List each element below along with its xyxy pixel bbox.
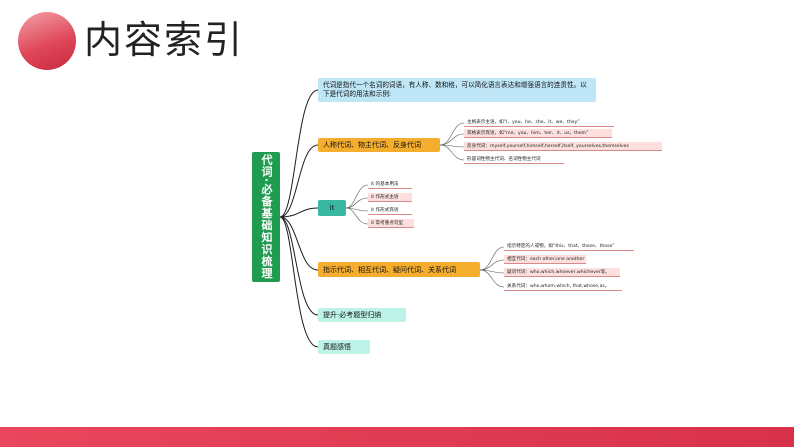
link-it xyxy=(279,207,319,218)
link-intro xyxy=(279,89,319,218)
it-node: it xyxy=(318,200,346,216)
page-title: 内容索引 xyxy=(84,18,245,62)
personal-pronouns-node: 人称代词、物主代词、反身代词 xyxy=(318,138,440,152)
demo-leaf-relative: 关系代词：who,whom,which, that,whose,as。 xyxy=(504,282,622,291)
link-demo xyxy=(279,216,319,271)
improve-node: 提升·必考题型归纳 xyxy=(318,308,406,322)
personal-leaf-reflexive: 反身代词：myself,yourself,himself,herself,its… xyxy=(464,142,662,151)
demo-leaf-interrogative: 疑问代词：who,which,whoever,whichever等。 xyxy=(504,268,620,277)
it-leaf-formal-subject: it 作形式主语 xyxy=(368,193,412,202)
link-real xyxy=(279,216,319,348)
it-leaf-key-patterns: it 常考重点句型 xyxy=(368,219,414,228)
personal-leaf-possessive: 形容词性物主代词、名词性物主代词 xyxy=(464,155,564,164)
personal-leaf-subject: 主格表示主语，如“I、you、he、she、it、we、they” xyxy=(464,118,614,127)
link-personal xyxy=(279,144,319,218)
personal-leaf-object: 宾格表示宾语，如“me、you、him、her、it、us、them” xyxy=(464,129,612,138)
mindmap-root-node: 代词·必备基础知识梳理 xyxy=(252,152,280,282)
demo-leaf-demonstrative: 指示特定的人或物，如“this、that、these、those” xyxy=(504,242,634,251)
root-label: 代词·必备基础知识梳理 xyxy=(260,154,273,280)
footer-bar xyxy=(0,427,794,447)
real-questions-node: 真题感悟 xyxy=(318,340,370,354)
it-leaf-formal-object: it 作形式宾语 xyxy=(368,206,412,215)
title-decoration-circle xyxy=(18,12,76,70)
demonstrative-pronouns-node: 指示代词、相互代词、疑问代词、关系代词 xyxy=(318,262,480,277)
demo-leaf-reciprocal: 相互代词：each other;one another xyxy=(504,255,586,264)
link-improve xyxy=(279,216,319,316)
intro-node: 代词是指代一个名词的词语，有人称、数和格，可以简化语言表达和增强语言的连贯性。以… xyxy=(318,78,596,102)
it-leaf-basic: it 的基本用法 xyxy=(368,180,412,189)
